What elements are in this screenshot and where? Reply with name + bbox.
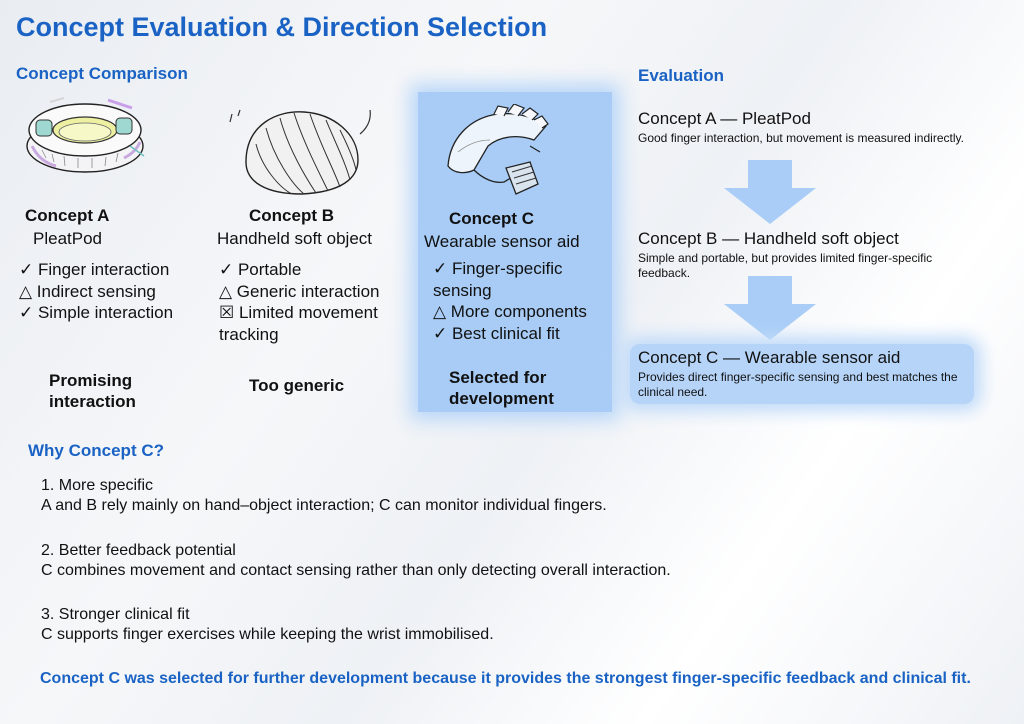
- concept-b-point: ☒ Limited movement: [219, 303, 378, 322]
- concept-a-verdict-line: interaction: [49, 392, 136, 411]
- pleatpod-sketch: [26, 97, 145, 173]
- concept-a-verdict: Promising interaction: [49, 370, 136, 412]
- concept-b-subtitle: Handheld soft object: [217, 229, 372, 248]
- wearable-aid-sketch: [447, 104, 549, 195]
- concept-c-title: Concept C: [449, 209, 534, 228]
- concept-a-verdict-line: Promising: [49, 371, 133, 390]
- concept-b-title: Concept B: [249, 206, 334, 225]
- evaluation-c-name: Concept C — Wearable sensor aid: [638, 348, 901, 367]
- evaluation-a-desc: Good finger interaction, but movement is…: [638, 131, 964, 145]
- conclusion: Concept C was selected for further devel…: [40, 670, 971, 687]
- concept-c-verdict: Selected for development: [449, 367, 554, 409]
- concept-c-point: ✓ Finger-specific: [433, 259, 563, 278]
- concept-a-point: ✓ Simple interaction: [19, 303, 174, 322]
- concept-c-point: sensing: [433, 280, 492, 300]
- concept-b-verdict: Too generic: [249, 375, 344, 396]
- concept-a-subtitle: PleatPod: [33, 229, 102, 248]
- down-arrow-icon: [724, 160, 816, 224]
- concept-b-verdict-line: Too generic: [249, 376, 345, 395]
- concept-b-points: ✓ Portable △ Generic interaction ☒ Limit…: [219, 259, 379, 345]
- concept-b-point: ✓ Portable: [219, 260, 302, 279]
- concept-c-highlight: [418, 92, 612, 412]
- concept-c-verdict-line: development: [449, 389, 554, 408]
- reason-body: C combines movement and contact sensing …: [41, 562, 671, 579]
- evaluation-a-name: Concept A — PleatPod: [638, 109, 811, 128]
- why-heading: Why Concept C?: [28, 441, 164, 460]
- reason-body: A and B rely mainly on hand–object inter…: [41, 497, 607, 514]
- reason-body: C supports finger exercises while keepin…: [41, 626, 494, 643]
- concept-c-point: ✓ Best clinical fit: [433, 323, 560, 343]
- concept-b-point: tracking: [219, 324, 279, 344]
- comparison-heading: Concept Comparison: [16, 64, 188, 83]
- evaluation-b-desc: Simple and portable, but provides limite…: [638, 251, 933, 280]
- concept-a-points: ✓ Finger interaction △ Indirect sensing …: [19, 259, 173, 324]
- handheld-object-sketch: [229, 109, 371, 195]
- concept-c-verdict-line: Selected for: [449, 368, 547, 387]
- page-title: Concept Evaluation & Direction Selection: [16, 12, 548, 42]
- evaluation-heading: Evaluation: [638, 66, 724, 85]
- reason-3: 3. Stronger clinical fit C supports fing…: [41, 605, 494, 645]
- reason-1: 1. More specific A and B rely mainly on …: [41, 476, 607, 516]
- concept-c-points: ✓ Finger-specific sensing △ More compone…: [433, 258, 587, 344]
- evaluation-c-highlight: [630, 344, 974, 404]
- concept-a-point: △ Indirect sensing: [19, 281, 156, 301]
- reason-title: 2. Better feedback potential: [41, 542, 236, 559]
- concept-a-title: Concept A: [25, 206, 110, 225]
- concept-b-point: △ Generic interaction: [219, 281, 380, 301]
- concept-c-subtitle: Wearable sensor aid: [424, 232, 580, 251]
- concept-c-point: △ More components: [433, 302, 587, 321]
- reason-title: 3. Stronger clinical fit: [41, 606, 190, 623]
- evaluation-b-name: Concept B — Handheld soft object: [638, 229, 899, 248]
- reason-2: 2. Better feedback potential C combines …: [41, 541, 671, 581]
- concept-a-point: ✓ Finger interaction: [19, 260, 170, 279]
- down-arrow-icon: [724, 276, 816, 340]
- evaluation-c-desc: Provides direct finger-specific sensing …: [638, 370, 958, 399]
- reason-title: 1. More specific: [41, 477, 154, 494]
